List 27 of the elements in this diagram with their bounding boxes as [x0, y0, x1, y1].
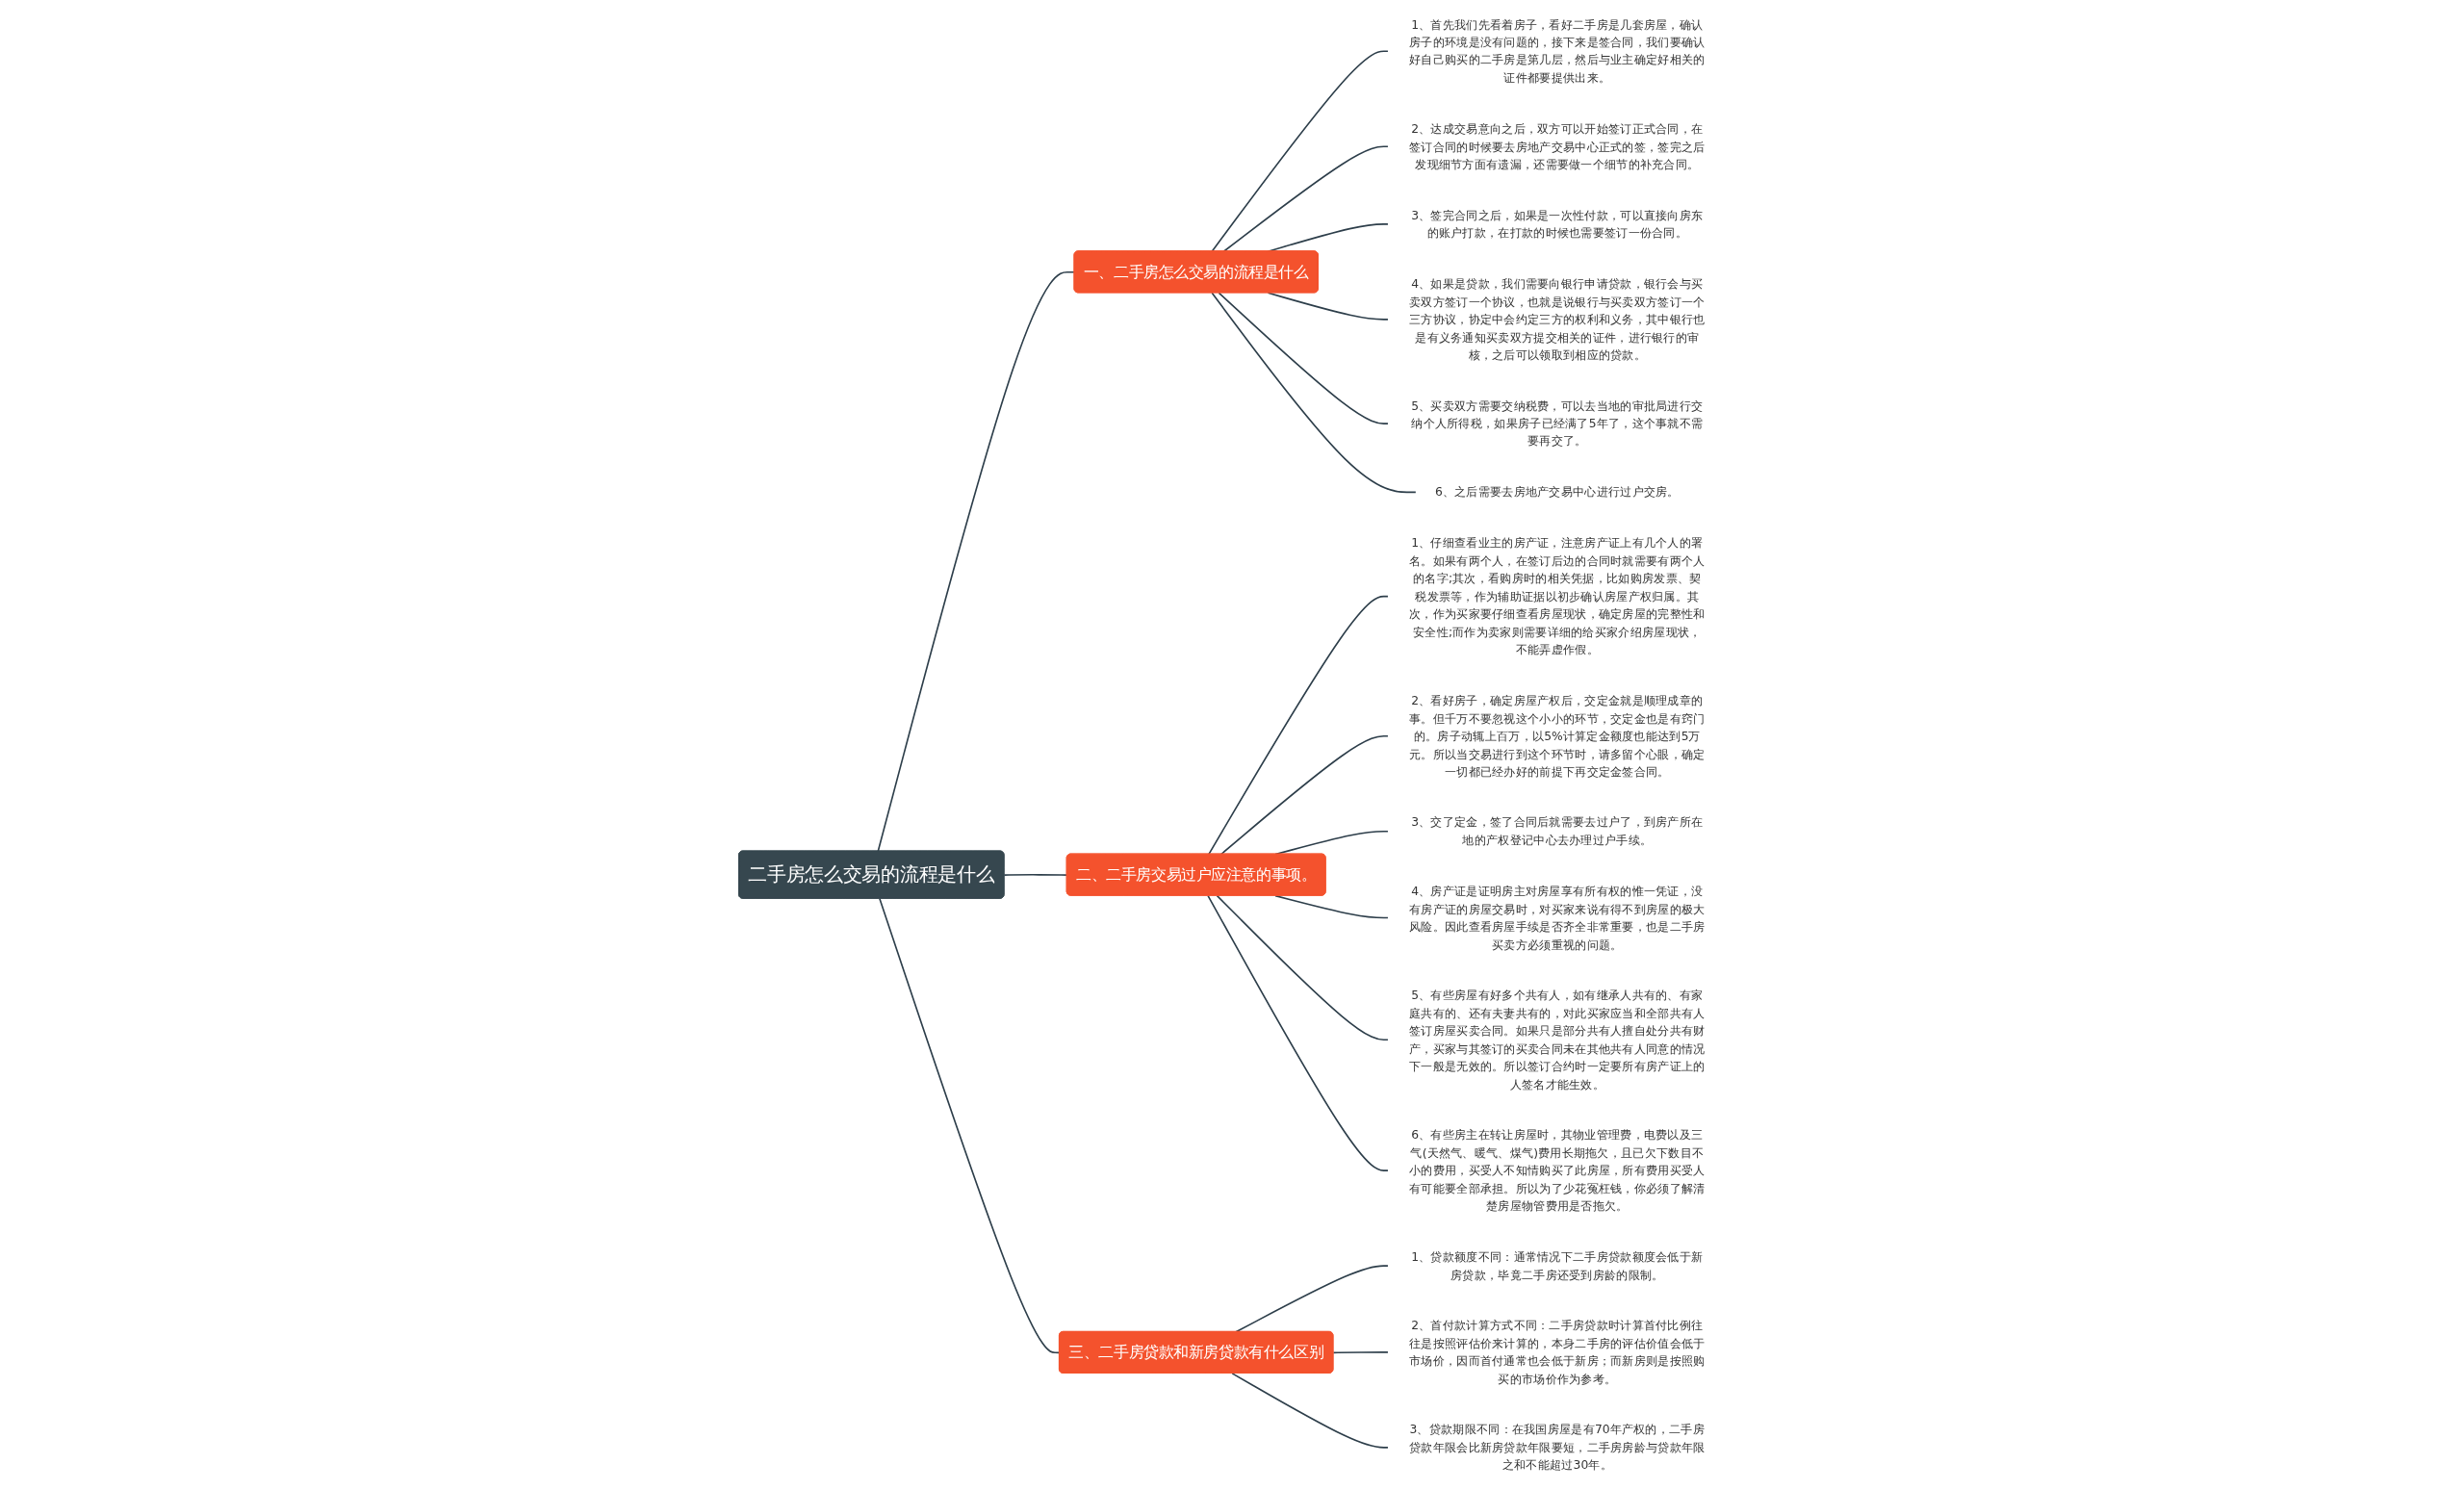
node-text: 6、之后需要去房地产交易中心进行过户交房。	[1434, 484, 1680, 500]
node-text: 3、交了定金，签了合同后就需要去过户了，到房产所在地的产权登记中心去办理过户手续。	[1410, 814, 1703, 848]
connector	[1206, 894, 1389, 1171]
connector	[1210, 292, 1417, 494]
node-text: 2、首付款计算方式不同：二手房贷款时计算首付比例往往是按照评估价来计算的，本身二手房的评估价值会低于市场价，因而首付通常也会低于新房；而新房则是按照购买的市场价作为参考。	[1408, 1318, 1706, 1386]
connector	[878, 897, 1061, 1354]
node-text: 2、看好房子，确定房屋产权后，交定金就是顺理成章的事。但千万不要忽视这个小小的环节，交定金也是有窍门的。房子动辄上百万，以5%计算定金额度也能达到5万元。所以当交易进行到这个环节时，请多留个心眼，确定一切都已经办好的前提下再交定金签合同。	[1408, 693, 1706, 779]
node-text: 1、首先我们先看着房子，看好二手房是几套房屋，确认房子的环境是没有问题的，接下来是签合同，我们要确认好自己购买的二手房是第几层，然后与业主确定好相关的证件都要提供出来。	[1408, 17, 1706, 86]
node-text: 6、有些房主在转让房屋时，其物业管理费，电费以及三气(天然气、暖气、煤气)费用长期拖欠，且已欠下数目不小的费用，买受人不知情购买了此房屋，所有费用买受人有可能要全部承担。所以为了少花冤枉钱，你必须了解清楚房屋物管费用是否拖欠。	[1408, 1127, 1706, 1214]
node-text: 5、有些房屋有好多个共有人，如有继承人共有的、有家庭共有的、还有夫妻共有的，对此买家应当和全部共有人签订房屋买卖合同。如果只是部分共有人擅自处分共有财产，买家与其签订的买卖合同未在其他共有人同意的情况下一般是无效的。所以签订合约时一定要所有房产证上的人签名才能生效。	[1408, 988, 1706, 1092]
connector	[1332, 1351, 1389, 1354]
node-text: 4、如果是贷款，我们需要向银行申请贷款，银行会与买卖双方签订一个协议，也就是说银行与买卖双方签订一个三方协议，协定中会约定三方的权利和义务，其中银行也是有义务通知买卖双方提交相关的证件，进行银行的审核，之后可以领取到相应的贷款。	[1408, 276, 1706, 362]
node-text: 2、达成交易意向之后，双方可以开始签订正式合同，在签订合同的时候要去房地产交易中心正式的签，签完之后发现细节方面有遗漏，还需要做一个细节的补充合同。	[1408, 121, 1706, 171]
connector	[1234, 1265, 1389, 1333]
node-text: 5、买卖双方需要交纳税费，可以去当地的审批局进行交纳个人所得税，如果房子已经满了5年了，这个事就不需要再交了。	[1410, 398, 1703, 449]
node-text: 1、仔细查看业主的房产证，注意房产证上有几个人的署名。如果有两个人，在签订后边的合同时就需要有两个人的名字;其次，看购房时的相关凭据，比如购房发票、契税发票等，作为辅助证据以初步确认房屋产权归属。其次，作为买家要仔细查看房屋现状，确定房屋的完整性和安全性;而作为卖家则需要详细的给买家介绍房屋现状，不能弄虚作假。	[1408, 535, 1706, 657]
node-text: 3、贷款期限不同：在我国房屋是有70年产权的，二手房贷款年限会比新房贷款年限要短，二手房房龄与贷款年限之和不能超过30年。	[1408, 1422, 1706, 1473]
node-text: 1、贷款额度不同：通常情况下二手房贷款额度会低于新房贷款，毕竟二手房还受到房龄的限制。	[1410, 1249, 1703, 1282]
connector	[1207, 595, 1389, 856]
connector	[1216, 894, 1389, 1041]
node-text: 3、签完合同之后，如果是一次性付款，可以直接向房东的账户打款，在打款的时候也需要签订一份合同。	[1410, 208, 1703, 241]
connector	[1219, 734, 1389, 856]
node-text: 4、房产证是证明房主对房屋享有所有权的惟一凭证，没有房产证的房屋交易时，对买家来说有得不到房屋的极大风险。因此查看房屋手续是否齐全非常重要，也是二手房买卖方必须重视的问题。	[1408, 884, 1706, 952]
connector	[1267, 292, 1389, 321]
connector	[1231, 1373, 1389, 1449]
connector	[877, 270, 1075, 853]
connector	[1218, 292, 1389, 424]
